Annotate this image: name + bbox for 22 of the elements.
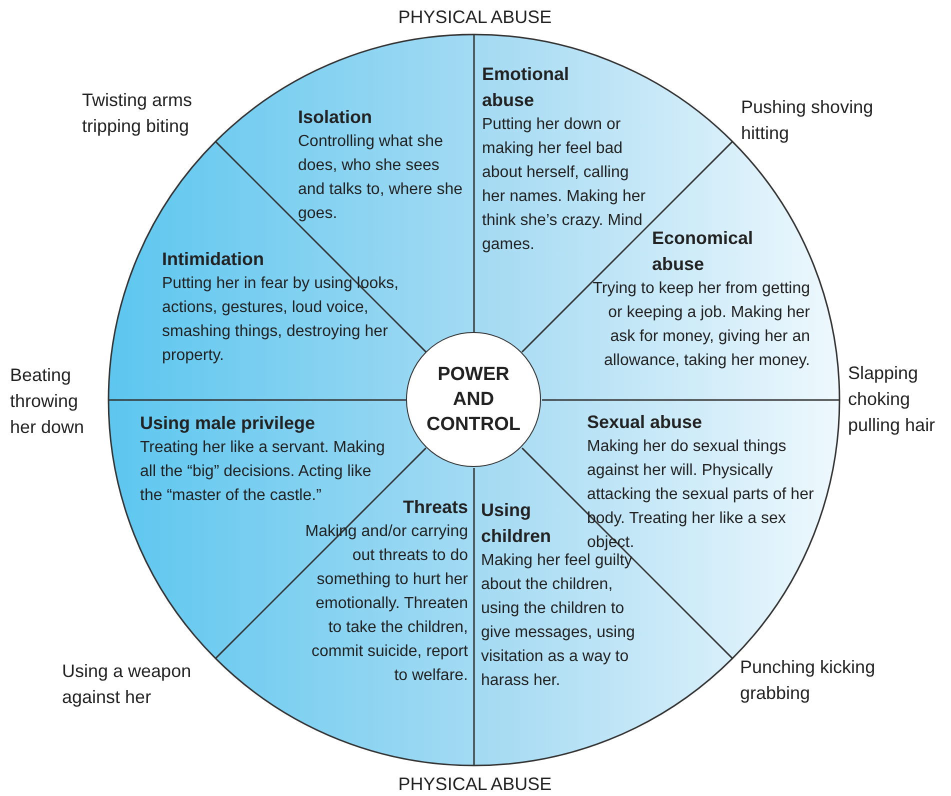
center-title: POWER AND CONTROL [426, 363, 522, 437]
rim-label: Using a weapon against her [62, 660, 192, 709]
rim-heading: PHYSICAL ABUSE [397, 6, 553, 29]
segment-description: Making her feel guilty about the children, using the children to give messages, using visitation as a way to harass her. [481, 551, 636, 691]
rim-label: Pushing shoving hitting [741, 96, 874, 145]
rim-heading: PHYSICAL ABUSE [397, 773, 553, 796]
segment-heading: Using children [481, 499, 552, 548]
rim-label: Twisting arms tripping biting [82, 89, 194, 138]
segment-heading: Sexual abuse [587, 411, 704, 434]
rim-label: Punching kicking grabbing [740, 656, 876, 705]
rim-label: Beating throwing her down [10, 364, 86, 439]
segment-heading: Emotional abuse [482, 63, 570, 112]
segment-description: Treating her like a servant. Making all the “big” decisions. Acting like the “master of the castle.” [140, 438, 386, 506]
segment-heading: Using male privilege [140, 412, 316, 435]
segment-heading: Intimidation [162, 248, 265, 271]
rim-label: Slapping choking pulling hair [848, 362, 936, 437]
segment-description: Trying to keep her from getting or keeping a job. Making her ask for money, giving her an allowance, taking her money. [592, 279, 810, 371]
segment-description: Putting her down or making her feel bad about herself, calling her names. Making her think she’s crazy. Mind games. [482, 115, 647, 255]
segment-description: Putting her in fear by using looks, actions, gestures, loud voice, smashing things, destroying her property. [162, 274, 400, 366]
segment-description: Controlling what she does, who she sees and talks to, where she goes. [298, 132, 463, 224]
segment-heading: Isolation [298, 106, 374, 129]
segment-heading: Economical abuse [652, 227, 754, 276]
